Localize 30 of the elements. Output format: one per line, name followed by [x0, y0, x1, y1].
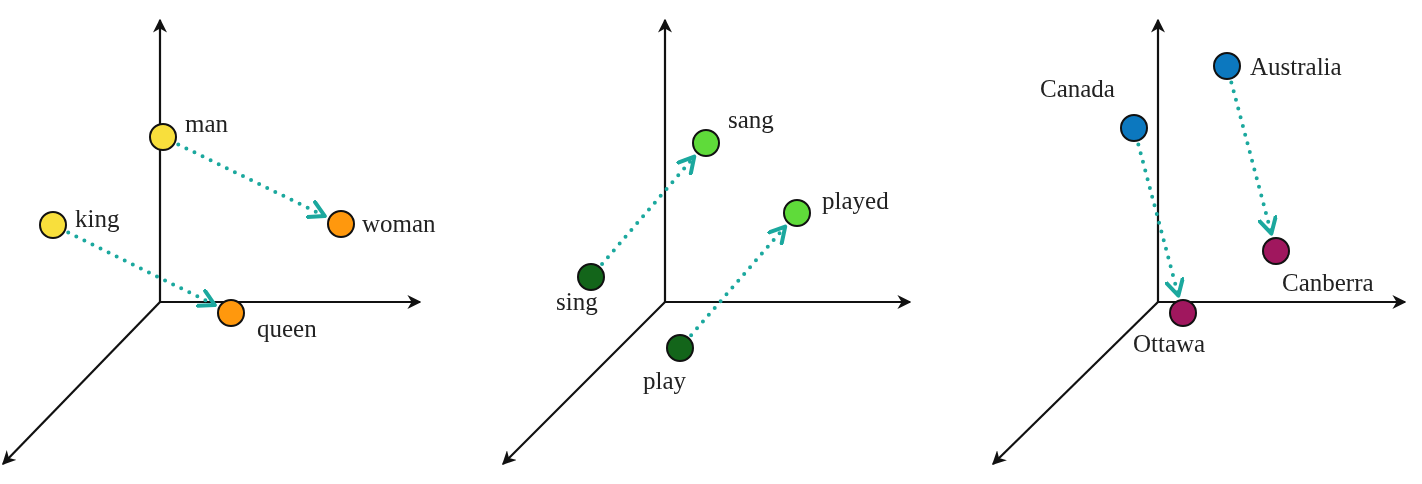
arrow — [176, 142, 327, 219]
arrow — [689, 224, 788, 338]
word-label: Canada — [1040, 76, 1115, 101]
arrow — [1229, 80, 1278, 236]
word-label: Ottawa — [1133, 331, 1206, 356]
word-label: queen — [257, 316, 317, 341]
word-label: woman — [362, 211, 436, 236]
word-label: man — [185, 111, 229, 136]
data-point-circle — [783, 199, 811, 227]
data-point-circle — [577, 263, 605, 291]
word-label: Canberra — [1282, 270, 1374, 295]
data-point-circle — [1120, 114, 1148, 142]
word-label: played — [822, 188, 889, 213]
word-label: sang — [728, 107, 774, 132]
data-point-circle — [1169, 299, 1197, 327]
data-point-circle — [666, 334, 694, 362]
arrow — [66, 230, 217, 308]
word-label: sing — [556, 289, 598, 314]
word-label: Australia — [1250, 54, 1342, 79]
arrow — [600, 154, 697, 267]
arrow — [1136, 142, 1185, 298]
data-point-circle — [1213, 52, 1241, 80]
data-point-circle — [692, 129, 720, 157]
word-label: king — [75, 206, 120, 231]
data-point-circle — [39, 211, 67, 239]
data-point-circle — [327, 210, 355, 238]
data-point-circle — [149, 123, 177, 151]
data-point-circle — [1262, 237, 1290, 265]
word-label: play — [643, 368, 687, 393]
data-point-circle — [217, 299, 245, 327]
